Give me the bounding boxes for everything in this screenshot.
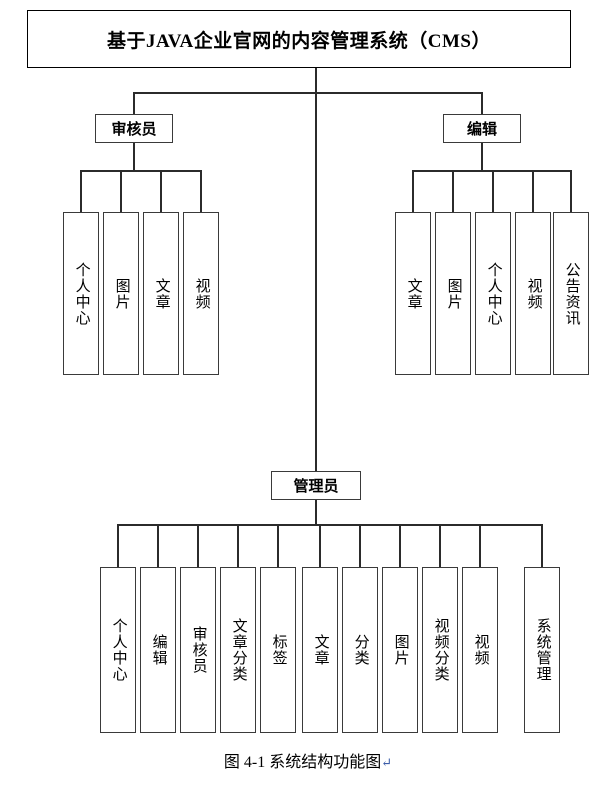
leaf-editor-2-label: 个人中心 — [485, 261, 502, 326]
node-auditor-label: 审核员 — [111, 122, 157, 138]
leaf-auditor-1: 图片 — [103, 212, 139, 375]
leaf-admin-10: 系统管理 — [524, 567, 560, 733]
node-administrator-label: 管理员 — [293, 479, 339, 495]
leaf-editor-4: 公告资讯 — [553, 212, 589, 375]
drop-to-editor — [481, 92, 483, 114]
drop-admin-child-0 — [117, 524, 119, 567]
drop-auditor-child-1 — [120, 170, 122, 212]
drop-admin-child-6 — [359, 524, 361, 567]
leaf-admin-1: 编辑 — [140, 567, 176, 733]
drop-editor-child-2 — [492, 170, 494, 212]
root-node-label: 基于JAVA企业官网的内容管理系统（CMS） — [107, 30, 491, 52]
leaf-admin-6: 分类 — [342, 567, 378, 733]
drop-to-auditor — [133, 92, 135, 114]
drop-admin-child-9 — [479, 524, 481, 567]
leaf-admin-8: 视频分类 — [422, 567, 458, 733]
drop-auditor-child-2 — [160, 170, 162, 212]
bus-administrator-children — [117, 524, 543, 526]
leaf-admin-0-label: 个人中心 — [110, 618, 127, 682]
leaf-admin-9-label: 视频 — [472, 634, 489, 666]
leaf-editor-4-label: 公告资讯 — [563, 261, 580, 326]
leaf-admin-2-label: 审核员 — [190, 626, 207, 674]
paragraph-mark-icon: ↵ — [381, 755, 393, 770]
leaf-auditor-3: 视频 — [183, 212, 219, 375]
leaf-admin-6-label: 分类 — [352, 634, 369, 666]
drop-editor-child-0 — [412, 170, 414, 212]
leaf-admin-7: 图片 — [382, 567, 418, 733]
drop-editor-child-1 — [452, 170, 454, 212]
leaf-admin-4: 标签 — [260, 567, 296, 733]
root-node-cms: 基于JAVA企业官网的内容管理系统（CMS） — [27, 10, 571, 68]
leaf-auditor-2-label: 文章 — [153, 277, 170, 310]
leaf-auditor-3-label: 视频 — [193, 277, 210, 310]
leaf-admin-0: 个人中心 — [100, 567, 136, 733]
node-editor-label: 编辑 — [466, 122, 497, 138]
drop-admin-child-5 — [319, 524, 321, 567]
leaf-admin-7-label: 图片 — [392, 634, 409, 666]
node-administrator: 管理员 — [271, 471, 361, 500]
drop-auditor-child-0 — [80, 170, 82, 212]
leaf-admin-2: 审核员 — [180, 567, 216, 733]
leaf-auditor-0-label: 个人中心 — [73, 261, 90, 326]
trunk-root-to-administrator — [315, 92, 317, 471]
leaf-admin-5: 文章 — [302, 567, 338, 733]
leaf-admin-8-label: 视频分类 — [432, 618, 449, 682]
leaf-auditor-1-label: 图片 — [113, 277, 130, 310]
leaf-editor-1: 图片 — [435, 212, 471, 375]
drop-admin-child-1 — [157, 524, 159, 567]
drop-admin-child-4 — [277, 524, 279, 567]
figure-caption-text: 图 4-1 系统结构功能图 — [223, 754, 382, 771]
drop-admin-child-8 — [439, 524, 441, 567]
leaf-editor-3-label: 视频 — [525, 277, 542, 310]
leaf-editor-0: 文章 — [395, 212, 431, 375]
bus-level2 — [133, 92, 483, 94]
bus-auditor-children — [80, 170, 201, 172]
leaf-admin-5-label: 文章 — [312, 634, 329, 666]
trunk-editor-to-children — [481, 143, 483, 172]
drop-admin-child-10 — [541, 524, 543, 567]
trunk-auditor-to-children — [133, 143, 135, 172]
leaf-auditor-2: 文章 — [143, 212, 179, 375]
leaf-admin-1-label: 编辑 — [150, 634, 167, 666]
drop-editor-child-4 — [570, 170, 572, 212]
drop-admin-child-7 — [399, 524, 401, 567]
drop-admin-child-2 — [197, 524, 199, 567]
trunk-administrator-to-children — [315, 500, 317, 526]
drop-auditor-child-3 — [200, 170, 202, 212]
leaf-editor-2: 个人中心 — [475, 212, 511, 375]
leaf-admin-3-label: 文章分类 — [230, 618, 247, 682]
leaf-editor-3: 视频 — [515, 212, 551, 375]
leaf-admin-4-label: 标签 — [270, 634, 287, 666]
figure-caption: 图 4-1 系统结构功能图↵ — [0, 748, 616, 772]
drop-admin-child-3 — [237, 524, 239, 567]
leaf-admin-10-label: 系统管理 — [534, 618, 551, 682]
leaf-admin-3: 文章分类 — [220, 567, 256, 733]
leaf-editor-0-label: 文章 — [405, 277, 422, 310]
leaf-editor-1-label: 图片 — [445, 277, 462, 310]
node-editor: 编辑 — [443, 114, 521, 143]
drop-editor-child-3 — [532, 170, 534, 212]
leaf-auditor-0: 个人中心 — [63, 212, 99, 375]
node-auditor: 审核员 — [95, 114, 173, 143]
leaf-admin-9: 视频 — [462, 567, 498, 733]
